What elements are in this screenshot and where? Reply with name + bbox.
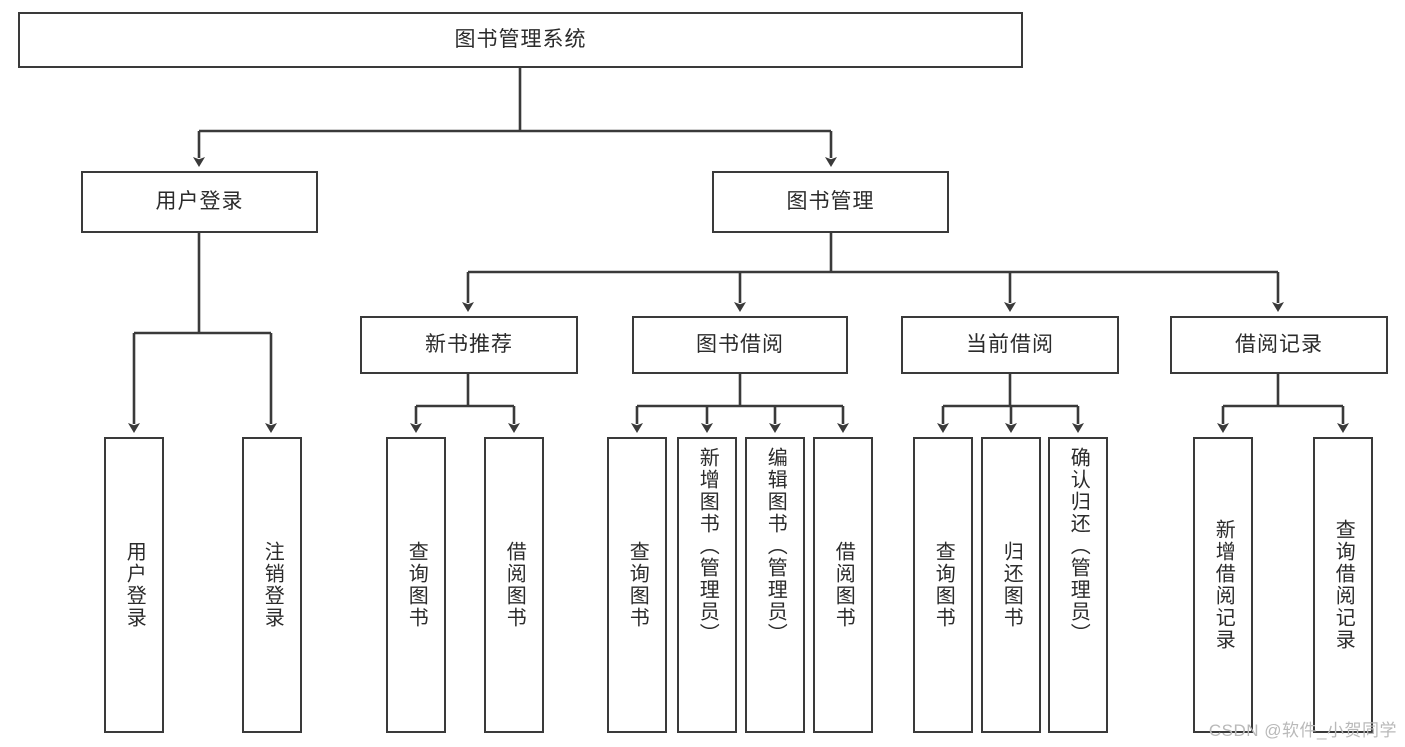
node-label: 查询图书: [932, 541, 955, 629]
leaf-user-login-signin[interactable]: 用户登录: [104, 437, 164, 733]
node-label: 借阅图书: [503, 541, 526, 629]
node-label: 图书借阅: [696, 333, 784, 357]
watermark-text: CSDN @软件_小贺同学: [1208, 721, 1397, 740]
leaf-user-login-signout[interactable]: 注销登录: [242, 437, 302, 733]
node-book-management[interactable]: 图书管理: [712, 171, 949, 233]
leaf-current-borrow-confirm-return-admin[interactable]: 确认归还（管理员）: [1048, 437, 1108, 733]
leaf-new-book-query-book[interactable]: 查询图书: [386, 437, 446, 733]
node-current-borrow[interactable]: 当前借阅: [901, 316, 1119, 374]
node-label: 新增图书（管理员）: [696, 447, 719, 645]
node-label: 注销登录: [261, 541, 284, 629]
leaf-borrow-record-query-record[interactable]: 查询借阅记录: [1313, 437, 1373, 733]
leaf-book-borrow-edit-book-admin[interactable]: 编辑图书（管理员）: [745, 437, 805, 733]
node-label: 确认归还（管理员）: [1067, 447, 1090, 645]
leaf-new-book-borrow-book[interactable]: 借阅图书: [484, 437, 544, 733]
node-label: 当前借阅: [966, 333, 1054, 357]
node-label: 图书管理系统: [454, 28, 587, 52]
leaf-book-borrow-query-book[interactable]: 查询图书: [607, 437, 667, 733]
node-label: 查询图书: [405, 541, 428, 629]
node-label: 借阅记录: [1235, 333, 1323, 357]
node-new-book-recommend[interactable]: 新书推荐: [360, 316, 578, 374]
node-label: 用户登录: [155, 190, 244, 214]
leaf-borrow-record-add-record[interactable]: 新增借阅记录: [1193, 437, 1253, 733]
node-book-borrow[interactable]: 图书借阅: [632, 316, 848, 374]
leaf-book-borrow-borrow-book[interactable]: 借阅图书: [813, 437, 873, 733]
node-label: 新增借阅记录: [1212, 519, 1235, 651]
node-label: 图书管理: [786, 190, 875, 214]
node-label: 用户登录: [123, 541, 146, 629]
leaf-book-borrow-add-book-admin[interactable]: 新增图书（管理员）: [677, 437, 737, 733]
node-label: 借阅图书: [832, 541, 855, 629]
leaf-current-borrow-return-book[interactable]: 归还图书: [981, 437, 1041, 733]
node-borrow-record[interactable]: 借阅记录: [1170, 316, 1388, 374]
node-label: 归还图书: [1000, 541, 1023, 629]
node-label: 查询图书: [626, 541, 649, 629]
node-root-book-management-system[interactable]: 图书管理系统: [18, 12, 1023, 68]
node-user-login[interactable]: 用户登录: [81, 171, 318, 233]
node-label: 编辑图书（管理员）: [764, 447, 787, 645]
node-label: 查询借阅记录: [1332, 519, 1355, 651]
leaf-current-borrow-query-book[interactable]: 查询图书: [913, 437, 973, 733]
node-label: 新书推荐: [425, 333, 513, 357]
